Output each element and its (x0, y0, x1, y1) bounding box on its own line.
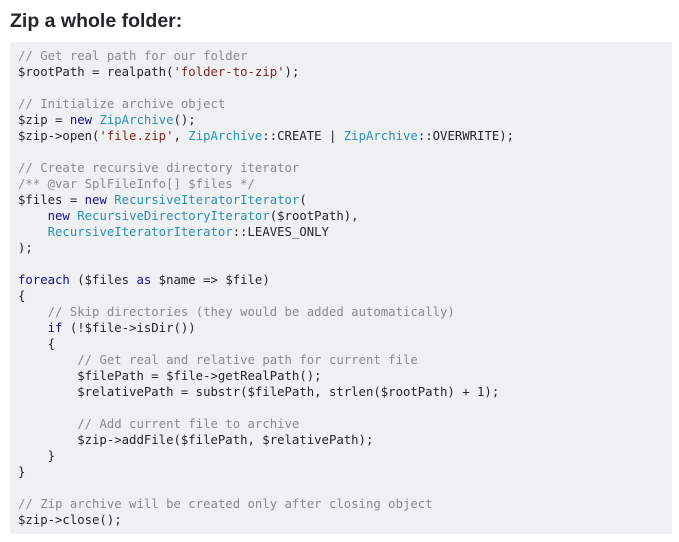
code-token: { (18, 289, 26, 303)
code-token: } (18, 465, 26, 479)
code-token: // Add current file to archive (77, 417, 300, 431)
code-token: $rootPath = realpath( (18, 65, 174, 79)
code-line: RecursiveIteratorIterator::LEAVES_ONLY (18, 224, 664, 240)
code-line: $zip->open('file.zip', ZipArchive::CREAT… (18, 128, 664, 144)
code-token: ZipArchive (188, 129, 263, 143)
code-token: $filePath = $file->getRealPath(); (18, 369, 322, 383)
code-token: RecursiveDirectoryIterator (77, 209, 270, 223)
code-line: if (!$file->isDir()) (18, 320, 664, 336)
code-token: new (84, 193, 107, 207)
code-block[interactable]: // Get real path for our folder$rootPath… (10, 42, 672, 534)
code-line (18, 144, 664, 160)
code-line: $rootPath = realpath('folder-to-zip'); (18, 64, 664, 80)
code-line: { (18, 288, 664, 304)
code-line: // Add current file to archive (18, 416, 664, 432)
code-token: ::CREATE | (262, 129, 344, 143)
code-line: } (18, 464, 664, 480)
code-token: // Get real path for our folder (18, 49, 248, 63)
code-token: , (173, 129, 189, 143)
code-line (18, 80, 664, 96)
code-token: // Create recursive directory iterator (18, 161, 300, 175)
code-token: RecursiveIteratorIterator (47, 225, 233, 239)
code-token: // Skip directories (they would be added… (47, 305, 455, 319)
code-line: // Skip directories (they would be added… (18, 304, 664, 320)
code-line: // Initialize archive object (18, 96, 664, 112)
code-token: (!$file->isDir()) (62, 321, 196, 335)
code-line: { (18, 336, 664, 352)
code-token: (); (173, 113, 196, 127)
code-token: // Zip archive will be created only afte… (18, 497, 433, 511)
code-token (18, 353, 77, 367)
code-token: $zip->close(); (18, 513, 122, 527)
code-token: ( (299, 193, 307, 207)
code-line: $files = new RecursiveIteratorIterator( (18, 192, 664, 208)
code-token: foreach (18, 273, 70, 287)
code-token: 'file.zip' (99, 129, 174, 143)
section-heading: Zip a whole folder: (10, 10, 183, 32)
code-token: 'folder-to-zip' (173, 65, 285, 79)
code-line: new RecursiveDirectoryIterator($rootPath… (18, 208, 664, 224)
code-line: /** @var SplFileInfo[] $files */ (18, 176, 664, 192)
code-token: $files = (18, 193, 85, 207)
code-token (18, 417, 77, 431)
code-line (18, 400, 664, 416)
code-token: } (18, 449, 56, 463)
code-token: ::OVERWRITE); (417, 129, 515, 143)
code-token: { (18, 337, 56, 351)
code-line: foreach ($files as $name => $file) (18, 272, 664, 288)
code-token (18, 305, 48, 319)
code-line: // Get real and relative path for curren… (18, 352, 664, 368)
code-token (18, 321, 48, 335)
code-line: // Create recursive directory iterator (18, 160, 664, 176)
code-content[interactable]: // Get real path for our folder$rootPath… (18, 48, 664, 528)
code-token: $zip = (18, 113, 70, 127)
code-token: // Initialize archive object (18, 97, 226, 111)
code-token (18, 209, 48, 223)
code-token: ); (284, 65, 300, 79)
code-line: } (18, 448, 664, 464)
code-line: $zip->close(); (18, 512, 664, 528)
code-line (18, 256, 664, 272)
code-token: ($files (69, 273, 137, 287)
code-token: /** @var SplFileInfo[] $files */ (18, 177, 255, 191)
code-token: ); (18, 241, 33, 255)
code-line: $relativePath = substr($filePath, strlen… (18, 384, 664, 400)
code-token: new (69, 113, 93, 127)
code-token: ZipArchive (99, 113, 174, 127)
code-token: $relativePath = substr($filePath, strlen… (18, 385, 500, 399)
code-line: ); (18, 240, 664, 256)
code-token (18, 225, 48, 239)
code-line: // Get real path for our folder (18, 48, 664, 64)
code-token: ::LEAVES_ONLY (232, 225, 329, 239)
code-token: new (47, 209, 70, 223)
code-line: // Zip archive will be created only afte… (18, 496, 664, 512)
code-token: $zip->open( (18, 129, 100, 143)
code-token: $zip->addFile($filePath, $relativePath); (18, 433, 374, 447)
code-line: $zip->addFile($filePath, $relativePath); (18, 432, 664, 448)
code-token: RecursiveIteratorIterator (114, 193, 300, 207)
code-token: if (47, 321, 63, 335)
code-line: $filePath = $file->getRealPath(); (18, 368, 664, 384)
code-token: // Get real and relative path for curren… (77, 353, 418, 367)
code-token: as (136, 273, 152, 287)
code-token: ($rootPath), (269, 209, 359, 223)
code-token: $name => $file) (151, 273, 270, 287)
code-line (18, 480, 664, 496)
code-line: $zip = new ZipArchive(); (18, 112, 664, 128)
code-token: ZipArchive (343, 129, 418, 143)
